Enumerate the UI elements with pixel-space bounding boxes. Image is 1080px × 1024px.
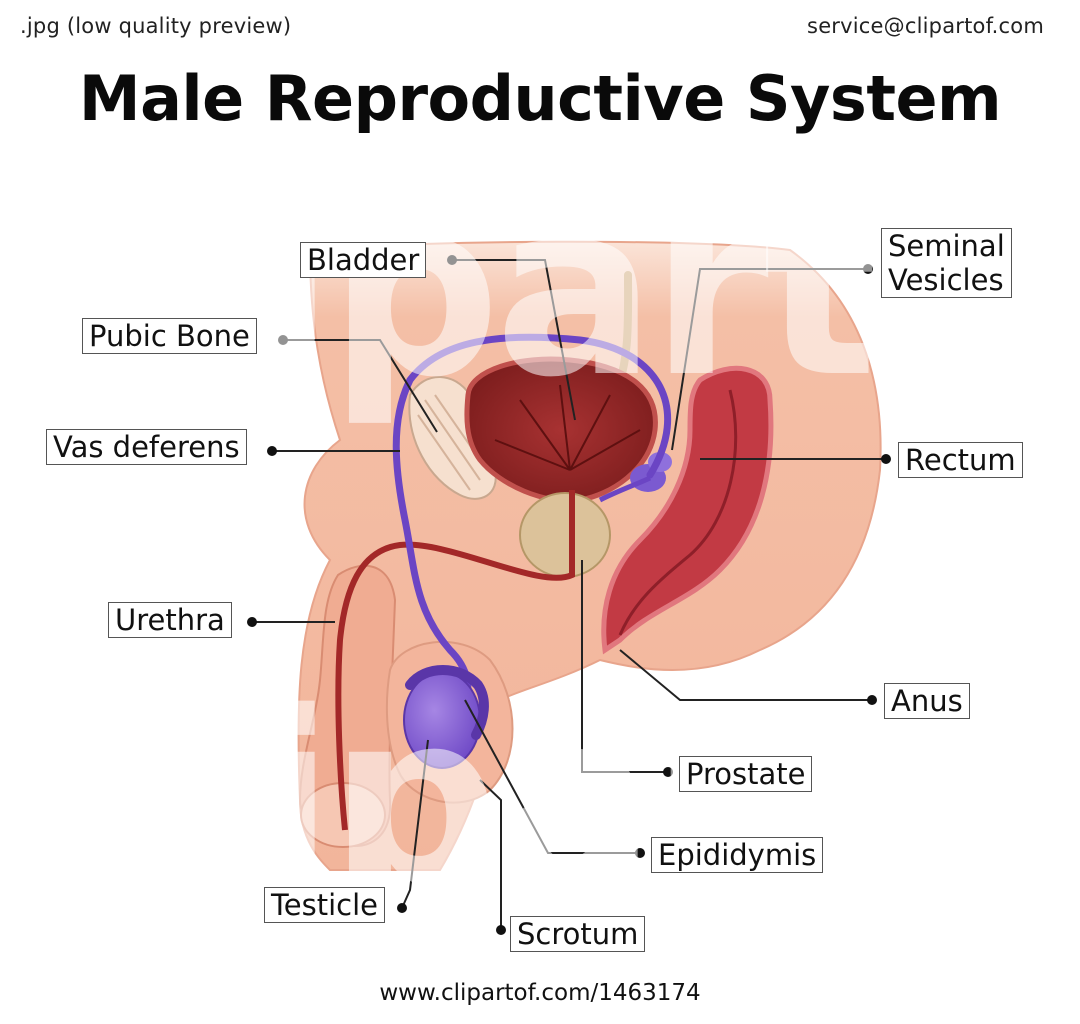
rectum-inner (618, 389, 738, 636)
bladder-folds (494, 384, 641, 471)
label-testicle: Testicle (264, 887, 386, 923)
footer-url[interactable]: www.clipartof.com/1463174 (379, 980, 701, 1006)
label-seminal-line1: Seminal (888, 229, 1005, 263)
label-seminal-vesicles: Seminal Vesicles (881, 228, 1012, 298)
label-urethra: Urethra (108, 602, 232, 638)
urethra-tube (335, 490, 575, 831)
service-email: service@clipartof.com (807, 14, 1044, 38)
epididymis-organ (405, 665, 489, 740)
label-anus: Anus (884, 683, 970, 719)
bladder-organ (464, 356, 658, 504)
label-prostate: Prostate (679, 756, 813, 792)
rectum-organ (601, 365, 774, 655)
diagram-title: Male Reproductive System (78, 62, 1002, 135)
testicle-organ (403, 671, 481, 769)
preview-note: .jpg (low quality preview) (20, 14, 292, 38)
label-scrotum: Scrotum (510, 916, 646, 952)
vas-deferens-tube (392, 333, 671, 704)
label-bladder: Bladder (300, 242, 427, 278)
vas-deferens-link (598, 475, 652, 503)
label-epididymis: Epididymis (651, 837, 824, 873)
leader-lines (252, 259, 886, 930)
label-rectum: Rectum (898, 442, 1023, 478)
label-vas-deferens: Vas deferens (46, 429, 247, 465)
label-seminal-line2: Vesicles (888, 263, 1004, 297)
label-pubic-bone: Pubic Bone (82, 318, 257, 354)
prostate-gland (519, 492, 611, 578)
leader-dots (247, 255, 891, 935)
